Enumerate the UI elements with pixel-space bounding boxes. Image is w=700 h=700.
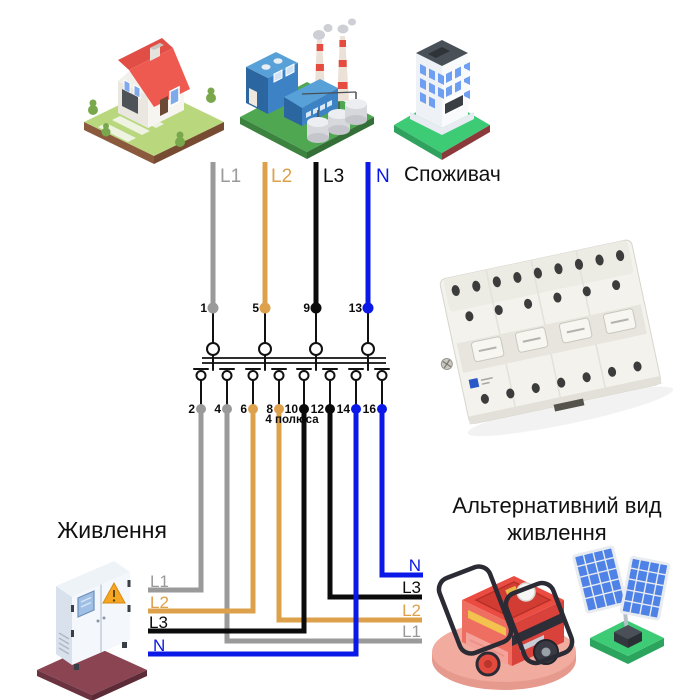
wire-mains-n xyxy=(148,406,359,657)
wire-alt-n xyxy=(379,406,423,578)
tank-icon xyxy=(307,99,367,143)
solar-panel-icon xyxy=(572,545,671,664)
terminal-dot-4 xyxy=(222,404,232,414)
terminal-dot-6 xyxy=(248,404,258,414)
solar-panel-right xyxy=(619,555,671,621)
brand-mark xyxy=(468,377,480,389)
wire-mains-l2 xyxy=(148,406,256,614)
terminal-dot-13 xyxy=(362,302,374,314)
terminal-dot-14 xyxy=(351,404,361,414)
terminal-dot-9 xyxy=(310,302,322,314)
terminal-screws xyxy=(451,250,642,404)
power-cabinet-icon xyxy=(37,561,147,700)
source-wires xyxy=(148,406,423,657)
tree-icon xyxy=(88,87,216,147)
consumer-wires xyxy=(210,162,371,306)
factory-icon xyxy=(240,18,374,159)
terminal-dot-10 xyxy=(299,404,309,414)
linkage-bar xyxy=(202,357,386,364)
frame-tubes xyxy=(436,564,575,666)
wire-mains-l1 xyxy=(148,406,204,593)
switch-handles xyxy=(470,308,637,363)
terminal-dot-5 xyxy=(259,302,271,314)
wire-alt-l2 xyxy=(276,406,422,623)
wire-mains-l3 xyxy=(148,406,307,634)
wire-alt-l3 xyxy=(327,406,422,600)
terminal-dot-8 xyxy=(274,404,284,414)
smoke-icon xyxy=(313,18,356,40)
switch-contacts xyxy=(193,368,390,406)
terminal-dot-12 xyxy=(325,404,335,414)
solar-panel-left xyxy=(572,545,628,614)
changeover-switch-photo xyxy=(439,239,674,437)
terminal-dot-1 xyxy=(207,302,219,314)
terminal-dot-2 xyxy=(196,404,206,414)
terminal-dot-16 xyxy=(377,404,387,414)
house-icon xyxy=(84,38,224,164)
generator-icon xyxy=(432,564,576,690)
wire-alt-l1 xyxy=(224,406,422,644)
terminal-dots xyxy=(196,302,387,414)
changeover-switch-symbol xyxy=(193,307,390,406)
office-building-icon xyxy=(394,40,490,160)
